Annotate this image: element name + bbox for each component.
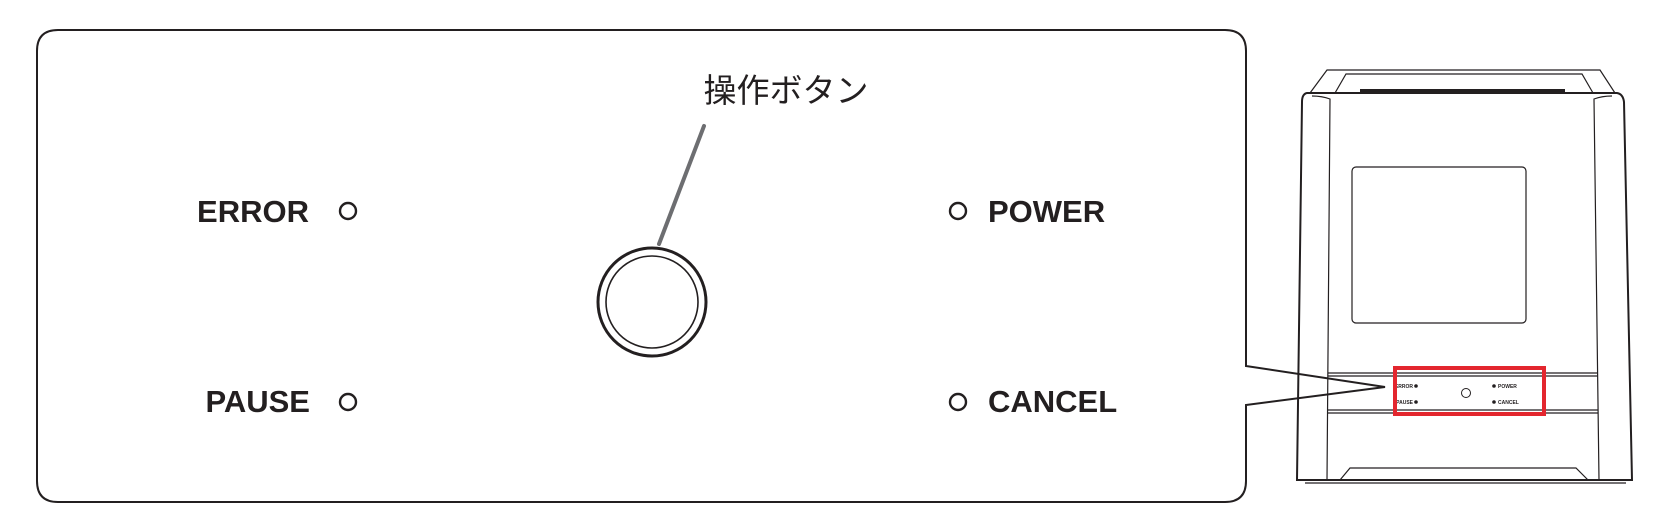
device-illustration: ERROR PAUSE POWER CANCEL [1295, 69, 1634, 484]
callout-leader-line [657, 124, 706, 246]
mini-pause-label: PAUSE [1396, 400, 1414, 406]
device-body-outline [1295, 92, 1634, 481]
callout-outline [36, 29, 1386, 503]
callout-panel: 操作ボタン ERROR PAUSE POWER CANCEL [36, 29, 1386, 503]
power-led-indicator [948, 201, 968, 221]
highlight-box [1393, 366, 1546, 416]
device-top-vent [1360, 89, 1565, 92]
device-window [1351, 166, 1527, 324]
pause-led-indicator [338, 392, 358, 412]
mini-error-label: ERROR [1395, 384, 1413, 390]
power-led-label: POWER [988, 194, 1105, 229]
mini-power-label: POWER [1498, 384, 1517, 390]
pause-led-label: PAUSE [205, 384, 310, 419]
operation-button-inner-ring[interactable] [605, 255, 699, 349]
mini-operation-button [1461, 388, 1471, 398]
error-led-label: ERROR [197, 194, 309, 229]
cancel-led-indicator [948, 392, 968, 412]
device-base [1339, 467, 1589, 481]
mini-cancel-label: CANCEL [1498, 400, 1519, 406]
error-led-indicator [338, 201, 358, 221]
operation-button[interactable] [596, 246, 708, 358]
cancel-led-label: CANCEL [988, 384, 1117, 419]
operation-button-label: 操作ボタン [704, 71, 869, 110]
